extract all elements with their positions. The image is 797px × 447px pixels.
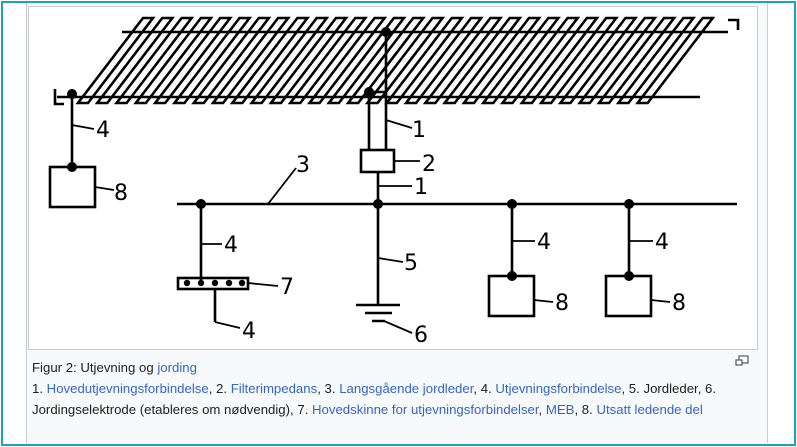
- figure-caption: Figur 2: Utjevning og jording 1. Hovedut…: [32, 357, 754, 420]
- sleeper: [577, 16, 658, 105]
- sleeper: [596, 16, 677, 105]
- exposed-part-left: [48, 165, 97, 209]
- caption-item-3-num: , 3.: [317, 381, 340, 396]
- caption-link-2[interactable]: Filterimpedans: [230, 381, 318, 396]
- label-4b: 4: [224, 233, 238, 258]
- sleeper: [384, 16, 465, 105]
- label-6: 6: [414, 323, 428, 348]
- sleeper: [442, 16, 523, 105]
- label-4e: 4: [655, 230, 669, 255]
- sleeper: [94, 16, 175, 105]
- sleeper: [345, 16, 426, 105]
- junction-rail-top: [381, 27, 391, 37]
- junction-conductor-right1: [507, 199, 517, 209]
- caption-item-2-num: , 2.: [208, 381, 231, 396]
- caption-link-jording[interactable]: jording: [157, 360, 197, 375]
- label-1a: 1: [412, 118, 426, 143]
- leader-8c: [650, 299, 671, 303]
- meb-terminal-2: [197, 279, 205, 287]
- earth-electrode-symbol: [356, 303, 400, 323]
- track-end-left: [53, 89, 64, 106]
- sleeper: [615, 16, 697, 105]
- junction-box-right1: [507, 271, 517, 281]
- figure-image-box[interactable]: [28, 6, 758, 350]
- meb-terminal-5: [238, 279, 246, 287]
- junction-left-box: [67, 162, 77, 172]
- sleeper: [538, 16, 619, 105]
- label-1b: 1: [414, 175, 428, 200]
- leader-4a: [71, 124, 95, 130]
- caption-separator: ,: [538, 402, 546, 417]
- meb-terminal-1: [183, 279, 191, 287]
- exposed-part-right-2: [604, 274, 653, 318]
- sleeper: [268, 16, 349, 105]
- junction-box-right2: [624, 271, 634, 281]
- sleeper: [210, 16, 291, 105]
- magnify-icon[interactable]: [735, 355, 749, 367]
- leader-6: [383, 320, 413, 334]
- caption-link-3[interactable]: Langsgående jordleder: [339, 381, 474, 396]
- sleeper: [499, 16, 581, 105]
- label-4c: 4: [242, 319, 256, 344]
- sleeper: [229, 16, 311, 105]
- sleeper: [287, 16, 368, 105]
- track-sleepers: [75, 16, 716, 105]
- label-7: 7: [280, 275, 294, 300]
- sleeper: [75, 16, 156, 105]
- caption-link-8[interactable]: Utsatt ledende del: [596, 402, 703, 417]
- leader-5: [377, 257, 404, 263]
- sleeper: [191, 16, 272, 105]
- caption-item-5-7-text: , 5. Jordleder, 6. Jordingselektrode (et…: [32, 381, 717, 417]
- main-bonding-conductor: [367, 30, 388, 150]
- junction-conductor-left: [196, 199, 206, 209]
- label-8a: 8: [114, 181, 128, 206]
- sleeper: [364, 16, 446, 105]
- sleeper: [113, 16, 195, 105]
- leader-8b: [533, 299, 554, 303]
- sleeper: [133, 16, 214, 105]
- junction-rail-left: [67, 89, 77, 99]
- label-4a: 4: [96, 118, 110, 143]
- meb-terminal-3: [211, 279, 219, 287]
- track-end-right: [728, 18, 740, 30]
- junction-conductor-main: [373, 199, 383, 209]
- sleeper: [635, 16, 716, 105]
- caption-link-1[interactable]: Hovedutjevningsforbindelse: [46, 381, 209, 396]
- leader-8a: [94, 186, 115, 191]
- caption-item-1-num: 1.: [32, 381, 47, 396]
- label-8c: 8: [672, 291, 686, 316]
- caption-item-8-num: , 8.: [574, 402, 597, 417]
- junction-conductor-right2: [624, 199, 634, 209]
- label-8b: 8: [555, 291, 569, 316]
- leader-7: [247, 282, 279, 287]
- leader-4c: [214, 321, 241, 329]
- sleeper: [326, 16, 407, 105]
- caption-link-7[interactable]: Hovedskinne for utjevningsforbindelser: [312, 402, 539, 417]
- label-3: 3: [296, 153, 310, 178]
- sleeper: [557, 16, 639, 105]
- sleeper: [480, 16, 561, 105]
- label-4d: 4: [537, 230, 551, 255]
- leader-3: [267, 167, 297, 205]
- sleeper: [306, 16, 388, 105]
- sleeper: [403, 16, 484, 105]
- leader-1a: [385, 119, 413, 129]
- caption-link-meb[interactable]: MEB: [545, 402, 575, 417]
- sleeper: [249, 16, 330, 105]
- label-2: 2: [422, 152, 436, 177]
- sleeper: [422, 16, 504, 105]
- caption-item-4-num: , 4.: [473, 381, 496, 396]
- sleeper: [519, 16, 600, 105]
- junction-rail-main: [364, 87, 374, 97]
- sleeper: [171, 16, 253, 105]
- label-5: 5: [404, 251, 418, 276]
- caption-link-4[interactable]: Utjevningsforbindelse: [495, 381, 622, 396]
- caption-prefix: Figur 2: Utjevning og: [32, 360, 158, 375]
- sleeper: [152, 16, 233, 105]
- filter-impedance: [359, 148, 396, 174]
- meb-terminal-4: [225, 279, 233, 287]
- sleeper: [461, 16, 542, 105]
- exposed-part-right-1: [487, 274, 536, 318]
